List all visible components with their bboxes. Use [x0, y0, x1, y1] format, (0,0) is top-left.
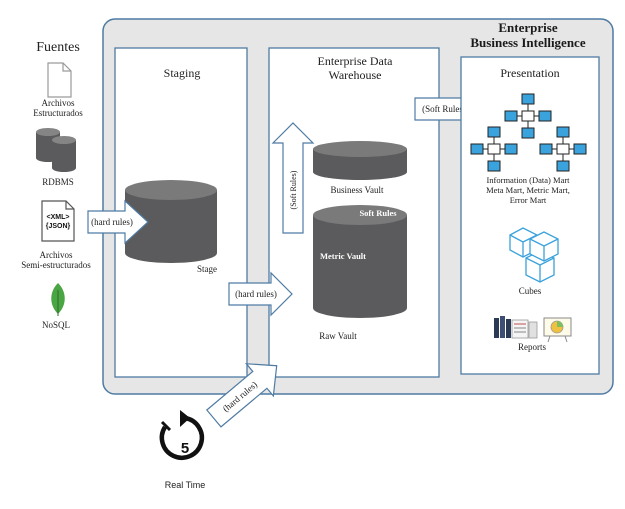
sources-title: Fuentes	[36, 40, 80, 55]
semi-structured-label-2: Semi-estructurados	[21, 260, 91, 270]
edw-title-line2: Warehouse	[328, 68, 381, 82]
hard-rules-arrow-sources	[87, 199, 149, 245]
soft-rules-label: Soft Rules	[359, 208, 397, 218]
soft-rules-up-arrow	[271, 122, 315, 234]
structured-files-label-2: Estructurados	[33, 108, 83, 118]
enterprise-title-line2: Business Intelligence	[470, 35, 585, 50]
real-time-label: Real Time	[165, 480, 206, 490]
rdbms-label: RDBMS	[42, 177, 74, 187]
semi-structured-label-1: Archivos	[40, 250, 73, 260]
xml-tag: <XML>	[47, 214, 70, 221]
staging-title: Staging	[164, 66, 201, 80]
file-icon	[47, 62, 72, 98]
database-icon	[36, 128, 76, 172]
reports-label: Reports	[518, 342, 546, 352]
cubes-label: Cubes	[519, 286, 542, 296]
reports-binders-icon	[494, 316, 538, 339]
presentation-panel	[460, 56, 600, 375]
soft-rules-arrow-label: (Soft Rules)	[422, 104, 466, 114]
structured-files-label-1: Archivos	[42, 98, 75, 108]
metric-vault-label: Metric Vault	[320, 251, 366, 261]
presentation-title: Presentation	[500, 66, 559, 80]
real-time-number: 5	[181, 440, 189, 457]
reports-chart-icon	[543, 317, 572, 343]
marts-label-1: Information (Data) Mart	[486, 175, 570, 185]
stage-label: Stage	[197, 264, 217, 274]
xml-json-icon	[41, 200, 75, 242]
marts-label-2: Meta Mart, Metric Mart,	[486, 185, 570, 195]
soft-rules-vertical-label: (Soft Rules)	[289, 170, 298, 209]
business-vault-cylinder	[313, 141, 407, 180]
raw-vault-label: Raw Vault	[319, 331, 357, 341]
data-mart-schema-icon	[470, 93, 587, 172]
cubes-icon	[509, 227, 559, 283]
enterprise-title-line1: Enterprise	[498, 20, 557, 35]
hard-rules-label-1: (hard rules)	[91, 217, 133, 227]
marts-label-3: Error Mart	[510, 195, 547, 205]
edw-title-line1: Enterprise Data	[318, 54, 394, 68]
mongodb-leaf-icon	[51, 283, 65, 316]
json-tag: {JSON}	[46, 223, 71, 230]
hard-rules-arrow-staging	[228, 271, 293, 317]
real-time-icon	[159, 410, 205, 460]
hard-rules-label-2: (hard rules)	[235, 289, 277, 299]
nosql-label: NoSQL	[42, 320, 70, 330]
raw-vault-cylinder	[313, 205, 407, 318]
business-vault-label: Business Vault	[330, 185, 384, 195]
stage-cylinder	[125, 180, 217, 263]
